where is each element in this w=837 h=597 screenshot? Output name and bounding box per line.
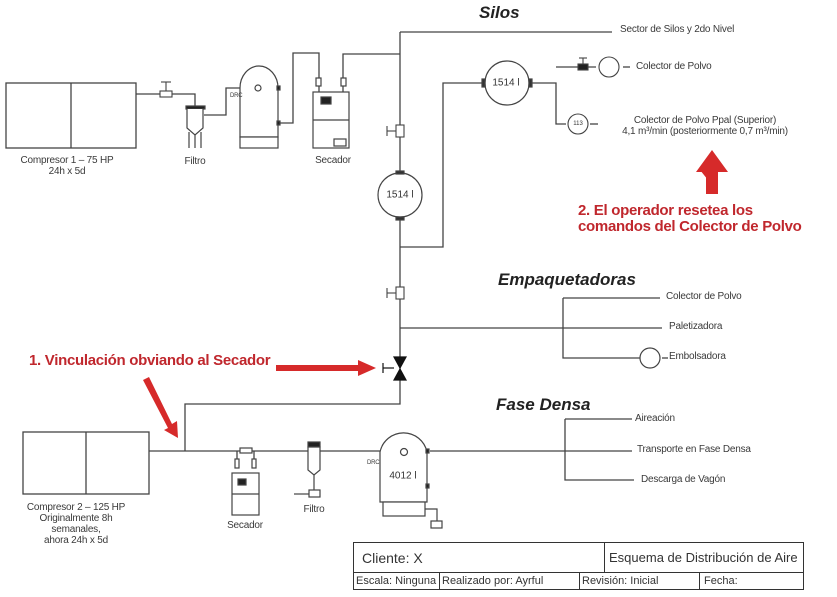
valve-collector (577, 63, 589, 71)
compressor-2-line3: semanales, (51, 524, 101, 535)
section-silos: Silos (479, 3, 520, 22)
dest-paletizadora: Paletizadora (669, 321, 723, 332)
pipe-bypass-collector (400, 82, 482, 248)
title-block-revision: Revisión: Inicial (579, 572, 700, 590)
filter-2 (294, 441, 321, 498)
drain-tag-2: DRC (367, 460, 380, 466)
dest-colector-ppal: Colector de Polvo Ppal (Superior) 4,1 m³… (622, 115, 788, 137)
annotation-1: 1. Vinculación obviando al Secador (29, 352, 271, 369)
annotation-2: 2. El operador resetea los comandos del … (578, 203, 802, 235)
compressor-2-line2: Originalmente 8h (39, 513, 113, 524)
dest-transporte: Transporte en Fase Densa (637, 444, 751, 455)
tank-dense-label: 4012 l (389, 470, 417, 482)
dest-sector-silos: Sector de Silos y 2do Nivel (620, 24, 735, 35)
pipe-comp1-filter (136, 93, 196, 108)
air-receiver-2 (379, 432, 443, 529)
pipe-collector-branch (531, 82, 566, 125)
title-block-author: Realizado por: Ayrful (439, 572, 580, 590)
dryer-2-label: Secador (227, 520, 263, 531)
valve-bypass (382, 356, 408, 381)
compressor-1-schedule: 24h x 5d (48, 166, 86, 177)
arrow-down-icon (143, 377, 178, 438)
title-block-title: Esquema de Distribución de Aire (604, 542, 804, 573)
annotation-2-line1: 2. El operador resetea los (578, 202, 753, 219)
title-block-date: Fecha: (699, 572, 804, 590)
filter-1-label: Filtro (184, 156, 206, 167)
tank-collector (481, 60, 533, 106)
compressor-2-line4: ahora 24h x 5d (44, 535, 108, 546)
drain-tag-1: DRC (230, 93, 243, 99)
title-block-scale: Escala: Ninguna (353, 572, 440, 590)
dest-colector-polvo-silos: Colector de Polvo (636, 61, 712, 72)
section-fase-densa: Fase Densa (496, 395, 591, 414)
dest-embolsadora: Embolsadora (669, 351, 726, 362)
dest-aireacion: Aireación (635, 413, 675, 424)
tank-silos (377, 170, 423, 221)
tank-silos-label: 1514 l (386, 189, 414, 201)
dest-descarga: Descarga de Vagón (641, 474, 726, 485)
tank-collector-label: 1514 l (492, 77, 520, 89)
filter-1 (185, 105, 206, 148)
title-block-client: Cliente: X (353, 542, 605, 573)
dest-emp-colector: Colector de Polvo (666, 291, 742, 302)
compressor-1-name: Compresor 1 – 75 HP (20, 155, 114, 166)
pipe-dryer-main (342, 53, 400, 92)
compressor-2-name: Compresor 2 – 125 HP (26, 502, 126, 513)
annotation-2-line2: comandos del Colector de Polvo (578, 218, 802, 235)
dust-collector (598, 56, 620, 78)
section-empaquetadoras: Empaquetadoras (498, 270, 636, 289)
valve-riser-mid (395, 286, 405, 300)
filter-2-label: Filtro (303, 504, 325, 515)
compressor-2-label: Compresor 2 – 125 HP Originalmente 8h se… (27, 502, 125, 546)
air-receiver-1 (239, 65, 281, 149)
gauge-113-label: 113 (573, 121, 583, 127)
dryer-1 (312, 77, 350, 149)
gauge-113 (567, 113, 589, 135)
arrow-right-icon (276, 360, 376, 376)
annotation-arrows (143, 150, 728, 438)
pipe-receiver-dryer (278, 52, 320, 124)
dryer-2 (231, 447, 260, 516)
pipe-bypass-link (184, 370, 401, 451)
dest-colector-ppal-name: Colector de Polvo Ppal (Superior) (633, 115, 777, 126)
valve-riser-top (395, 124, 405, 138)
dryer-1-label: Secador (315, 155, 351, 166)
compressor-1-label: Compresor 1 – 75 HP 24h x 5d (21, 155, 114, 177)
valve-comp1 (159, 81, 173, 98)
embolsadora (639, 347, 661, 369)
dest-colector-ppal-flow: 4,1 m³/min (posteriormente 0,7 m³/min) (622, 126, 788, 137)
